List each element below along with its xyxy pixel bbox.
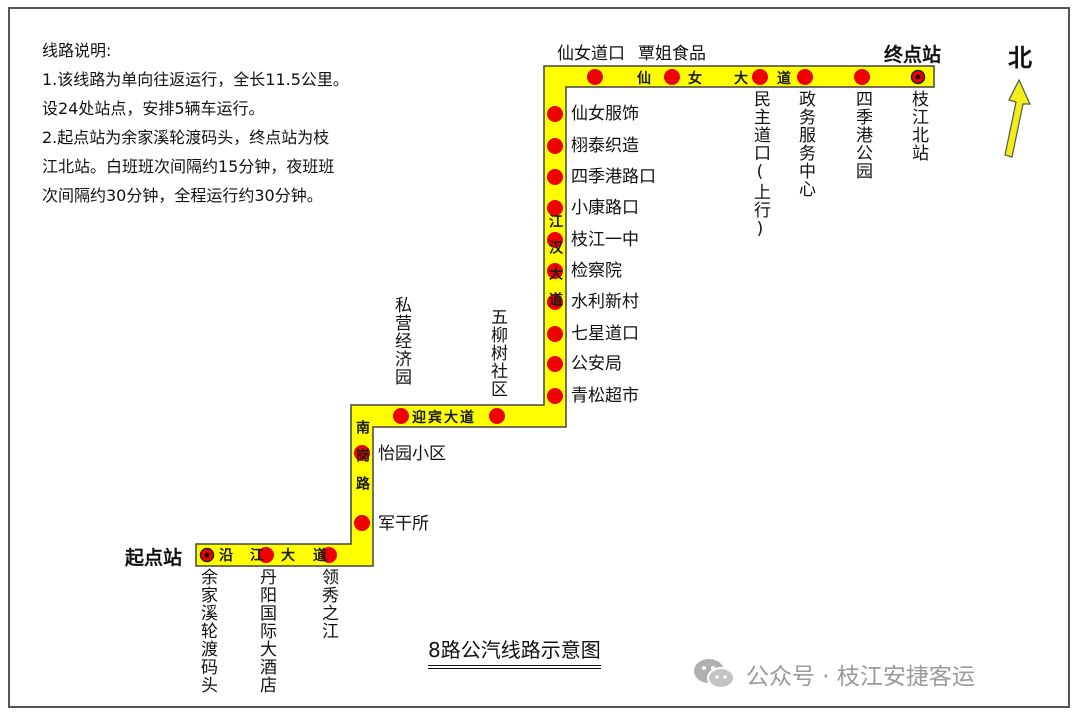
north-label: 北 (1008, 44, 1032, 72)
stop-marker[interactable] (664, 69, 680, 85)
road-name-xiannv: 仙 (637, 71, 651, 87)
stop-marker[interactable] (547, 263, 563, 279)
watermark-text: 公众号 · 枝江安捷客运 (746, 664, 975, 690)
north-arrow-icon (1004, 78, 1031, 158)
map-title: 8路公汽线路示意图 (428, 634, 601, 669)
map-border (8, 7, 1070, 708)
end-station-label: 终点站 (884, 44, 942, 66)
watermark: 公众号 · 枝江安捷客运 (692, 656, 975, 692)
stop-marker[interactable] (321, 547, 337, 563)
stop-marker[interactable] (854, 69, 870, 85)
road-name-yingbin: 迎宾大道 (412, 410, 476, 426)
stop-label: 水利新村 (571, 292, 639, 312)
road-name-xiannv: 女 (688, 71, 702, 87)
notes-heading: 线路说明: (42, 41, 112, 60)
stop-marker[interactable] (547, 138, 563, 154)
road-name-jianghan: 江汉大道 (547, 214, 563, 318)
stop-marker[interactable] (547, 356, 563, 372)
stop-marker[interactable] (547, 232, 563, 248)
stop-label: 公安局 (571, 354, 622, 374)
stop-label: 仙女服饰 (571, 104, 639, 124)
wechat-icon (692, 656, 736, 692)
stop-marker[interactable] (797, 69, 813, 85)
start-station-label: 起点站 (125, 547, 183, 569)
stop-marker[interactable] (547, 326, 563, 342)
stop-label: 青松超市 (571, 386, 639, 406)
stop-marker[interactable] (587, 69, 603, 85)
stop-label: 仙女道口 (557, 44, 625, 64)
notes-line: 江北站。白班班次间隔约15分钟，夜班班 (42, 157, 335, 176)
stop-label: 政务服务中心 (795, 90, 815, 198)
end-terminal-icon (910, 69, 926, 85)
stop-marker[interactable] (354, 515, 370, 531)
stop-label: 枝江一中 (571, 230, 639, 250)
stop-label: 领秀之江 (318, 568, 338, 640)
stop-marker[interactable] (354, 445, 370, 461)
route-notes: 线路说明: 1.该线路为单向往返运行，全长11.5公里。 设24处站点，安排5辆… (42, 36, 442, 210)
stop-label: 私营经济园 (391, 296, 411, 386)
stop-label: 民主道口(上行) (750, 90, 770, 240)
stop-marker[interactable] (489, 408, 505, 424)
road-name-yanjiang: 沿 (219, 548, 233, 564)
stop-label: 怡园小区 (378, 444, 446, 464)
stop-label: 检察院 (571, 261, 622, 281)
stop-marker[interactable] (547, 294, 563, 310)
stop-marker[interactable] (393, 408, 409, 424)
stop-label: 枝江北站 (908, 90, 928, 162)
road-name-yanjiang: 江 (250, 548, 264, 564)
stop-marker[interactable] (547, 106, 563, 122)
road-name-yanjiang: 道 (313, 548, 327, 564)
stop-marker[interactable] (547, 200, 563, 216)
road-name-xiannv: 道 (777, 71, 791, 87)
stop-marker[interactable] (547, 388, 563, 404)
stop-marker[interactable] (547, 169, 563, 185)
stop-label: 覃姐食品 (638, 44, 706, 64)
notes-line: 1.该线路为单向往返运行，全长11.5公里。 (42, 70, 349, 89)
stop-label: 七星道口 (571, 324, 639, 344)
road-name-yanjiang: 大 (281, 548, 295, 564)
start-terminal-icon (199, 547, 215, 563)
notes-line: 设24处站点，安排5辆车运行。 (42, 99, 265, 118)
route-band (195, 65, 935, 567)
stop-marker[interactable] (752, 69, 768, 85)
stop-label: 小康路口 (571, 198, 639, 218)
stop-label: 余家溪轮渡码头 (197, 568, 217, 694)
stop-label: 丹阳国际大酒店 (256, 568, 276, 694)
notes-line: 2.起点站为余家溪轮渡码头，终点站为枝 (42, 128, 330, 147)
stop-label: 军干所 (378, 514, 429, 534)
stop-label: 栩泰织造 (571, 136, 639, 156)
stop-label: 五柳树社区 (487, 308, 507, 398)
road-name-nangang: 南岗路 (354, 420, 370, 504)
stop-label: 四季港公园 (852, 90, 872, 180)
stop-label: 四季港路口 (571, 167, 656, 187)
stop-marker[interactable] (258, 547, 274, 563)
road-name-xiannv: 大 (734, 71, 748, 87)
notes-line: 次间隔约30分钟，全程运行约30分钟。 (42, 186, 323, 205)
